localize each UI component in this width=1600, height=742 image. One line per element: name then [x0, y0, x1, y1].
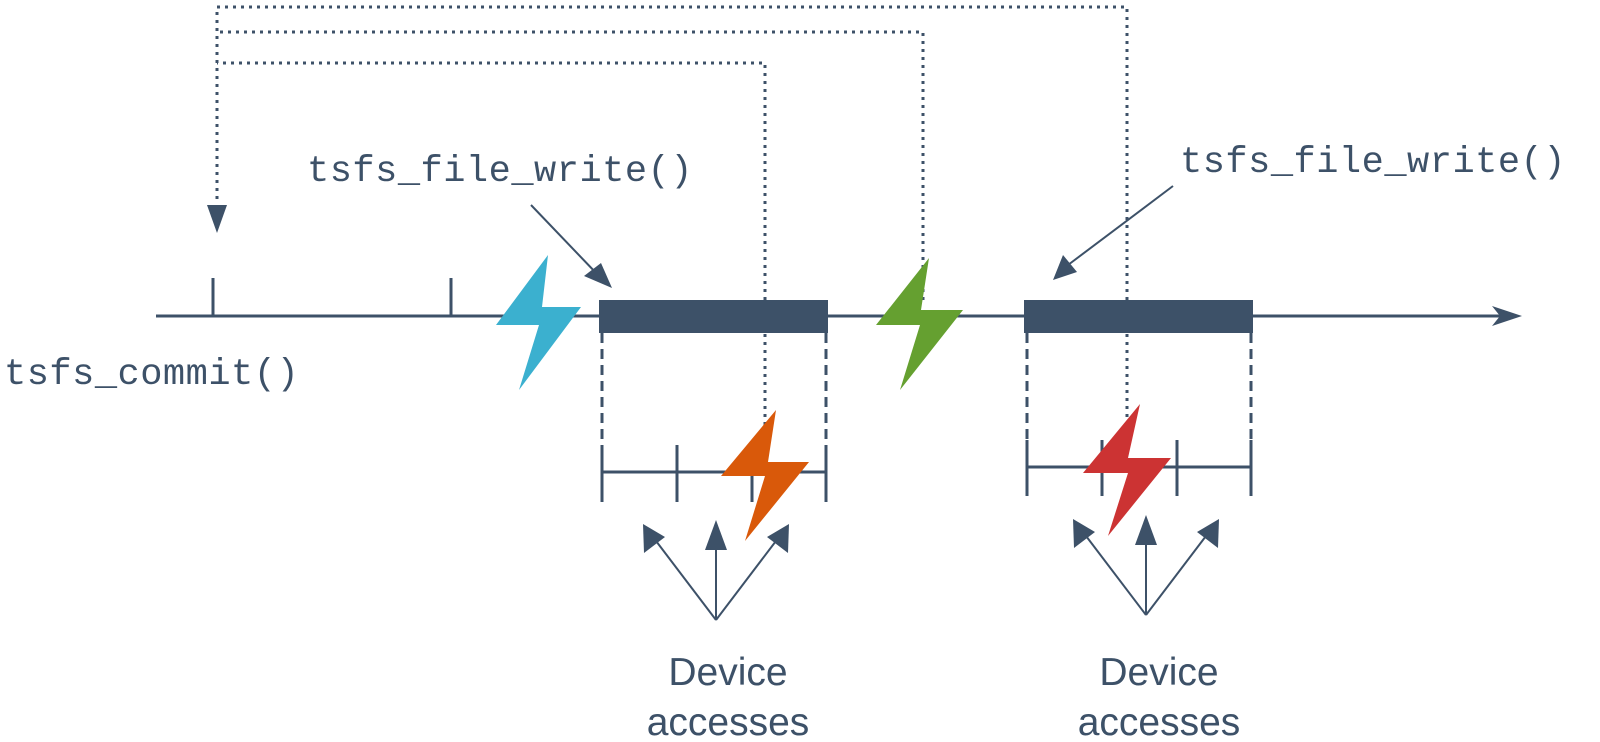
timeline-arrowhead	[1492, 306, 1522, 326]
write-block-2	[1024, 300, 1253, 333]
file-write-label-1: tsfs_file_write()	[307, 151, 693, 193]
device-accesses-2-line1: Device	[1099, 651, 1218, 694]
dotted-path-middle	[217, 30, 925, 300]
lightning-bolt-blue-icon	[496, 255, 581, 390]
pointer-arrow-1	[530, 204, 612, 288]
projection-lines	[600, 333, 1253, 445]
device-arrows-2	[1073, 515, 1219, 616]
dotted-path-inner	[217, 61, 767, 300]
write-block-1	[599, 300, 828, 333]
pointer-arrow-2	[1053, 185, 1174, 280]
device-accesses-2-line2: accesses	[1078, 701, 1241, 742]
dotted-path-outer	[215, 5, 1129, 300]
lightning-bolt-orange-icon	[721, 410, 809, 541]
commit-label: tsfs_commit()	[4, 354, 299, 396]
device-accesses-1-line2: accesses	[647, 701, 810, 742]
dotted-arrowhead-commit	[207, 205, 227, 233]
file-write-label-2: tsfs_file_write()	[1180, 142, 1566, 184]
lightning-bolt-red-icon	[1083, 404, 1171, 536]
main-timeline	[156, 278, 1522, 333]
device-accesses-1-line1: Device	[668, 651, 787, 694]
device-arrows-1	[643, 520, 789, 621]
dotted-feedback-paths	[207, 5, 1129, 440]
lightning-bolt-green-icon	[876, 258, 963, 390]
